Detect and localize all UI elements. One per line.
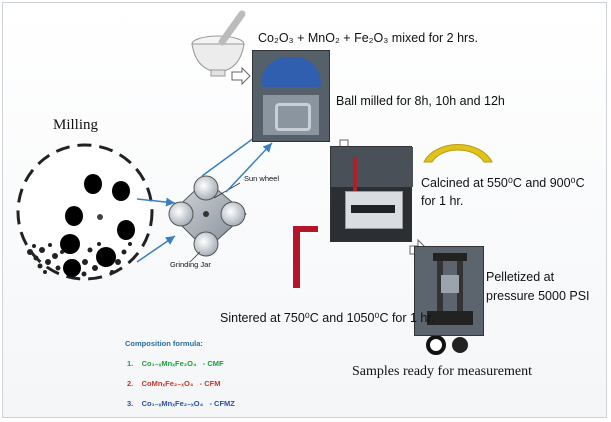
sintering-step-label: Sintered at 750⁰C and 1050⁰C for 1 hr.	[220, 311, 435, 325]
furnace-photo	[330, 146, 413, 242]
calcination-step-label-line2: for 1 hr.	[421, 194, 464, 208]
arrow-to-mill-1	[136, 197, 176, 207]
milling-ball	[96, 247, 116, 267]
pelletizing-step-label-line1: Pelletized at	[486, 270, 555, 284]
pelletizing-step-label-line2: pressure 5000 PSI	[486, 289, 590, 303]
composition-num: 3.	[127, 399, 134, 408]
calcine-boat-icon	[423, 144, 493, 163]
composition-code: - CFM	[199, 379, 221, 388]
mixing-step-label: Co₂O₃ + MnO₂ + Fe₂O₃ mixed for 2 hrs.	[258, 31, 478, 45]
milling-ball	[63, 259, 81, 277]
composition-code: - CMF	[202, 359, 224, 368]
arrow-to-mill-2	[136, 235, 176, 263]
composition-num: 2.	[127, 379, 134, 388]
composition-item-3: 3. Co₁₋ₓMnₓFe₂₋ₓO₄ - CFMZ	[127, 399, 235, 408]
arrow-mill-to-ballmill-2	[225, 142, 273, 193]
ball-mill-photo	[252, 50, 330, 142]
pellet-press-photo	[414, 246, 484, 336]
composition-num: 1.	[127, 359, 134, 368]
sinter-boat-icon	[293, 226, 318, 288]
composition-formula: Co₁₋ₓMnₓFe₂O₄	[141, 359, 197, 368]
milling-title: Milling	[53, 117, 99, 133]
composition-code: - CFMZ	[209, 399, 235, 408]
milling-ball	[117, 220, 135, 240]
milling-circle	[16, 143, 154, 281]
powder-particles	[27, 242, 132, 277]
composition-title: Composition formula:	[125, 339, 203, 348]
composition-formula: Co₁₋ₓMnₓFe₂₋ₓO₄	[141, 399, 204, 408]
sample-pellets-icon	[426, 335, 468, 355]
planetary-mill	[168, 175, 247, 263]
mortar-pestle-icon	[191, 10, 246, 77]
composition-item-2: 2. CoMnₓFe₂₋ₓO₄ - CFM	[127, 379, 220, 388]
samples-ready-label: Samples ready for measurement	[352, 364, 532, 379]
ball-milling-step-label: Ball milled for 8h, 10h and 12h	[336, 94, 505, 108]
calcination-step-label-line1: Calcined at 550⁰C and 900⁰C	[421, 176, 585, 190]
milling-ball	[60, 234, 80, 254]
milling-ball	[84, 174, 102, 194]
milling-ball	[112, 181, 130, 201]
grinding-jar-label: Grinding Jar	[170, 260, 211, 269]
composition-item-1: 1. Co₁₋ₓMnₓFe₂O₄ - CMF	[127, 359, 224, 368]
composition-formula: CoMnₓFe₂₋ₓO₄	[141, 379, 194, 388]
sun-wheel-label: Sun wheel	[244, 174, 280, 183]
milling-ball	[65, 206, 83, 226]
arrow-mortar-to-ballmill	[231, 66, 251, 86]
